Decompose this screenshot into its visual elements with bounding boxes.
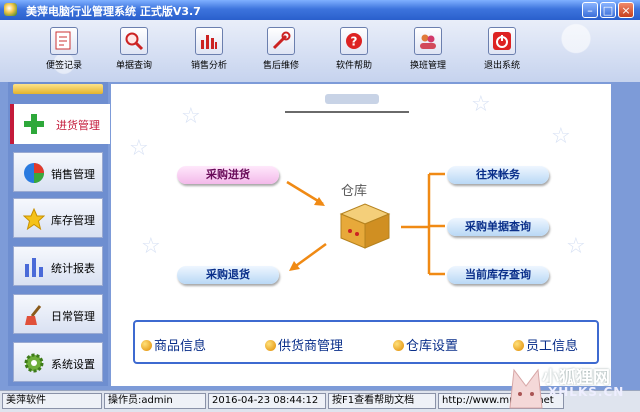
window-title: 美萍电脑行业管理系统 正式版V3.7 <box>26 5 201 18</box>
exit-label: 退出系统 <box>483 61 520 71</box>
purchase-in-button[interactable]: 采购进货 <box>177 166 279 184</box>
close-button[interactable]: × <box>618 2 634 18</box>
software-help-button[interactable]: ? 软件帮助 <box>330 27 378 75</box>
minimize-button[interactable]: – <box>582 2 598 18</box>
sales-analysis-label: 销售分析 <box>190 61 227 71</box>
decor-star-icon: ☆ <box>551 124 571 149</box>
exit-button[interactable]: 退出系统 <box>478 27 526 75</box>
magnifier-icon <box>120 27 148 55</box>
main-panel: ☆ ☆ ☆ ☆ ☆ ☆ 采购进货 采购退货 仓库 <box>111 84 611 386</box>
status-app: 美萍软件 <box>2 393 102 409</box>
right-frame <box>611 82 640 386</box>
warehouse-settings-link[interactable]: 仓库设置 <box>393 335 458 354</box>
header-decoration <box>325 94 379 104</box>
sidebar-item-label: 进货管理 <box>56 119 100 132</box>
notes-button[interactable]: 便签记录 <box>40 27 88 75</box>
shift-button[interactable]: 换班管理 <box>404 27 452 75</box>
status-bar: 美萍软件 操作员:admin 2016-04-23 08:44:12 按F1查看… <box>0 390 640 412</box>
header-divider <box>285 111 409 113</box>
sidebar-item-daily[interactable]: 日常管理 <box>13 294 103 334</box>
wrench-icon <box>267 27 295 55</box>
status-operator: 操作员:admin <box>104 393 206 409</box>
info-item-label: 商品信息 <box>154 339 207 354</box>
order-query-label: 单据查询 <box>115 61 152 71</box>
info-item-label: 供货商管理 <box>278 339 344 354</box>
status-help-hint: 按F1查看帮助文档 <box>328 393 436 409</box>
decor-star-icon: ☆ <box>566 234 586 259</box>
bullet-icon <box>141 340 152 351</box>
product-info-link[interactable]: 商品信息 <box>141 335 206 354</box>
decor-star-icon: ☆ <box>129 136 149 161</box>
warehouse-box-icon <box>339 203 391 249</box>
after-sales-label: 售后维修 <box>262 61 299 71</box>
gear-icon <box>24 353 44 373</box>
sidebar-item-inventory[interactable]: 库存管理 <box>13 198 103 238</box>
bar-chart-icon <box>195 27 223 55</box>
supplier-link[interactable]: 供货商管理 <box>265 335 343 354</box>
title-bar: 美萍电脑行业管理系统 正式版V3.7 – □ × <box>0 0 640 20</box>
employee-info-link[interactable]: 员工信息 <box>513 335 578 354</box>
accounts-button[interactable]: 往来帐务 <box>447 166 549 184</box>
sidebar-item-label: 库存管理 <box>51 214 95 227</box>
bullet-icon <box>265 340 276 351</box>
watermark-fox-icon <box>509 368 543 409</box>
status-datetime: 2016-04-23 08:44:12 <box>208 393 326 409</box>
sidebar-item-label: 日常管理 <box>51 310 95 323</box>
order-query-button[interactable]: 单据查询 <box>110 27 158 75</box>
maximize-button[interactable]: □ <box>600 2 616 18</box>
stock-query-button[interactable]: 当前库存查询 <box>447 266 549 284</box>
sidebar-item-label: 系统设置 <box>51 358 95 371</box>
broom-icon <box>25 305 42 325</box>
software-help-label: 软件帮助 <box>335 61 372 71</box>
sidebar-item-label: 统计报表 <box>51 262 95 275</box>
users-icon <box>414 27 442 55</box>
decor-star-icon: ☆ <box>181 104 201 129</box>
watermark-subtext: XHLKS.CN <box>548 385 625 399</box>
star-icon <box>23 208 45 230</box>
info-item-label: 员工信息 <box>526 339 579 354</box>
bullet-icon <box>393 340 404 351</box>
after-sales-button[interactable]: 售后维修 <box>257 27 305 75</box>
plus-icon <box>24 114 44 134</box>
bullet-icon <box>513 340 524 351</box>
bar-chart-icon <box>25 258 43 277</box>
flow-connectors <box>286 172 445 276</box>
info-bar: 商品信息 供货商管理 仓库设置 员工信息 <box>133 320 599 364</box>
notepad-icon <box>50 27 78 55</box>
svg-text:?: ? <box>351 35 358 49</box>
watermark-text: 小狐狸网 <box>542 368 610 388</box>
pie-chart-icon <box>24 163 44 183</box>
toolbar: 便签记录 单据查询 销售分析 售后维修 ? 软件帮助 <box>0 20 640 82</box>
warehouse-label: 仓库 <box>341 184 368 199</box>
purchase-order-query-button[interactable]: 采购单据查询 <box>447 218 549 236</box>
notes-label: 便签记录 <box>45 61 82 71</box>
power-icon <box>488 27 516 55</box>
decor-star-icon: ☆ <box>141 234 161 259</box>
purchase-return-button[interactable]: 采购退货 <box>177 266 279 284</box>
help-icon: ? <box>340 27 368 55</box>
sales-analysis-button[interactable]: 销售分析 <box>185 27 233 75</box>
sidebar-item-settings[interactable]: 系统设置 <box>13 342 103 382</box>
info-item-label: 仓库设置 <box>406 339 459 354</box>
sidebar-item-purchase[interactable]: 进货管理 <box>10 104 110 144</box>
sidebar-item-label: 销售管理 <box>51 168 95 181</box>
sidebar-item-reports[interactable]: 统计报表 <box>13 246 103 286</box>
sidebar-item-sales[interactable]: 销售管理 <box>13 152 103 192</box>
nav-header-bar <box>13 84 103 94</box>
app-logo-icon <box>4 3 17 16</box>
decor-star-icon: ☆ <box>471 92 491 117</box>
shift-label: 换班管理 <box>409 61 446 71</box>
